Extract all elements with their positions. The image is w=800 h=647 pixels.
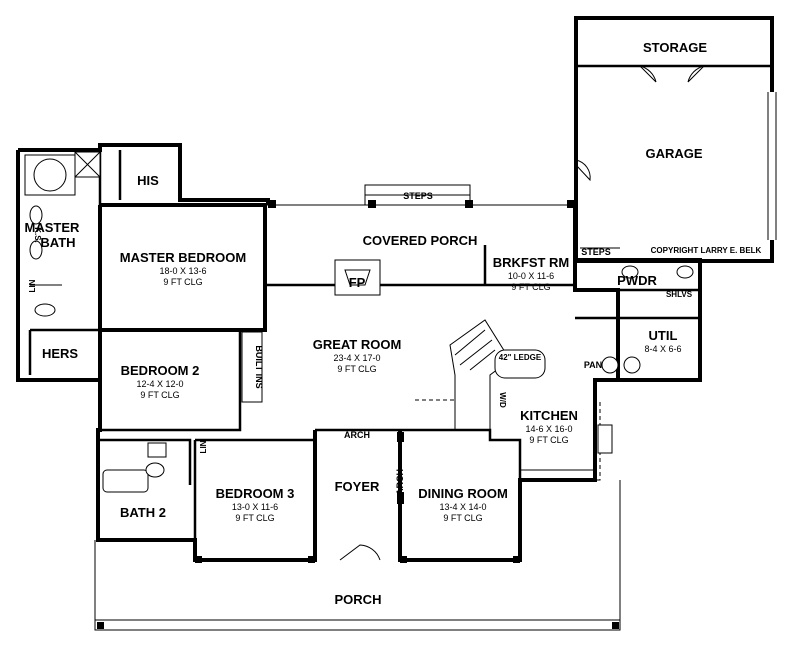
garage-label: GARAGE (645, 146, 702, 161)
exterior-walls (16, 143, 702, 562)
dining-room-ceiling: 9 FT CLG (443, 513, 482, 523)
storage-label: STORAGE (643, 40, 707, 55)
porch-posts (97, 200, 619, 629)
ledge-label: 42" LEDGE (499, 353, 542, 362)
interior-walls (28, 150, 601, 540)
great-room-size: 23-4 X 17-0 (333, 353, 380, 363)
covered-porch-label: COVERED PORCH (363, 233, 478, 248)
front-porch (94, 184, 621, 631)
great-room-ceiling: 9 FT CLG (337, 364, 376, 374)
arch-side-label: ARCH (395, 469, 405, 495)
brkfst-rm-label: BRKFST RM (493, 255, 570, 270)
fireplace-label: FP (349, 275, 366, 290)
bedroom2-ceiling: 9 FT CLG (140, 390, 179, 400)
great-room-label: GREAT ROOM (313, 337, 402, 352)
linen-hall-label: LIN (199, 440, 208, 453)
washer-dryer-label: W/D (498, 392, 507, 408)
kitchen-size: 14-6 X 16-0 (525, 424, 572, 434)
copyright-text: COPYRIGHT LARRY E. BELK (651, 246, 762, 255)
master-bath-label-2: BATH (40, 235, 75, 250)
bedroom3-size: 13-0 X 11-6 (232, 502, 278, 512)
brkfst-rm-ceiling: 9 FT CLG (511, 282, 550, 292)
fixtures (24, 151, 694, 493)
room-labels: STORAGE GARAGE COPYRIGHT LARRY E. BELK M… (25, 40, 762, 607)
bedroom2-size: 12-4 X 12-0 (136, 379, 183, 389)
bedroom3-ceiling: 9 FT CLG (235, 513, 274, 523)
porch-label: PORCH (335, 592, 382, 607)
pwdr-label: PWDR (617, 273, 657, 288)
steps-top-label: STEPS (403, 191, 433, 201)
dining-room-label: DINING ROOM (418, 486, 508, 501)
dining-room-size: 13-4 X 14-0 (439, 502, 486, 512)
master-bedroom-ceiling: 9 FT CLG (163, 277, 202, 287)
master-bath-label-1: MASTER (25, 220, 81, 235)
kitchen-ceiling: 9 FT CLG (529, 435, 568, 445)
util-label: UTIL (649, 328, 678, 343)
foyer-label: FOYER (335, 479, 380, 494)
util-size: 8-4 X 6-6 (644, 344, 681, 354)
bath2-label: BATH 2 (120, 505, 166, 520)
hers-label: HERS (42, 346, 78, 361)
brkfst-rm-size: 10-0 X 11-6 (508, 271, 554, 281)
kitchen-label: KITCHEN (520, 408, 578, 423)
built-ins-label: BUILT INS (254, 345, 264, 388)
pantry-label: PAN (584, 360, 602, 370)
bedroom2-label: BEDROOM 2 (121, 363, 200, 378)
arch-top-label: ARCH (344, 430, 370, 440)
master-bedroom-label: MASTER BEDROOM (120, 250, 246, 265)
his-label: HIS (137, 173, 159, 188)
bedroom3-label: BEDROOM 3 (216, 486, 295, 501)
master-bedroom-size: 18-0 X 13-6 (159, 266, 206, 276)
small-labels: STEPS STEPS FP BUILT INS ARCH ARCH 42" L… (28, 191, 693, 495)
ks-label: K.S. (33, 227, 42, 243)
shelves-label: SHLVS (666, 290, 693, 299)
steps-side-label: STEPS (581, 247, 611, 257)
linen-master-label: LIN (28, 279, 37, 292)
